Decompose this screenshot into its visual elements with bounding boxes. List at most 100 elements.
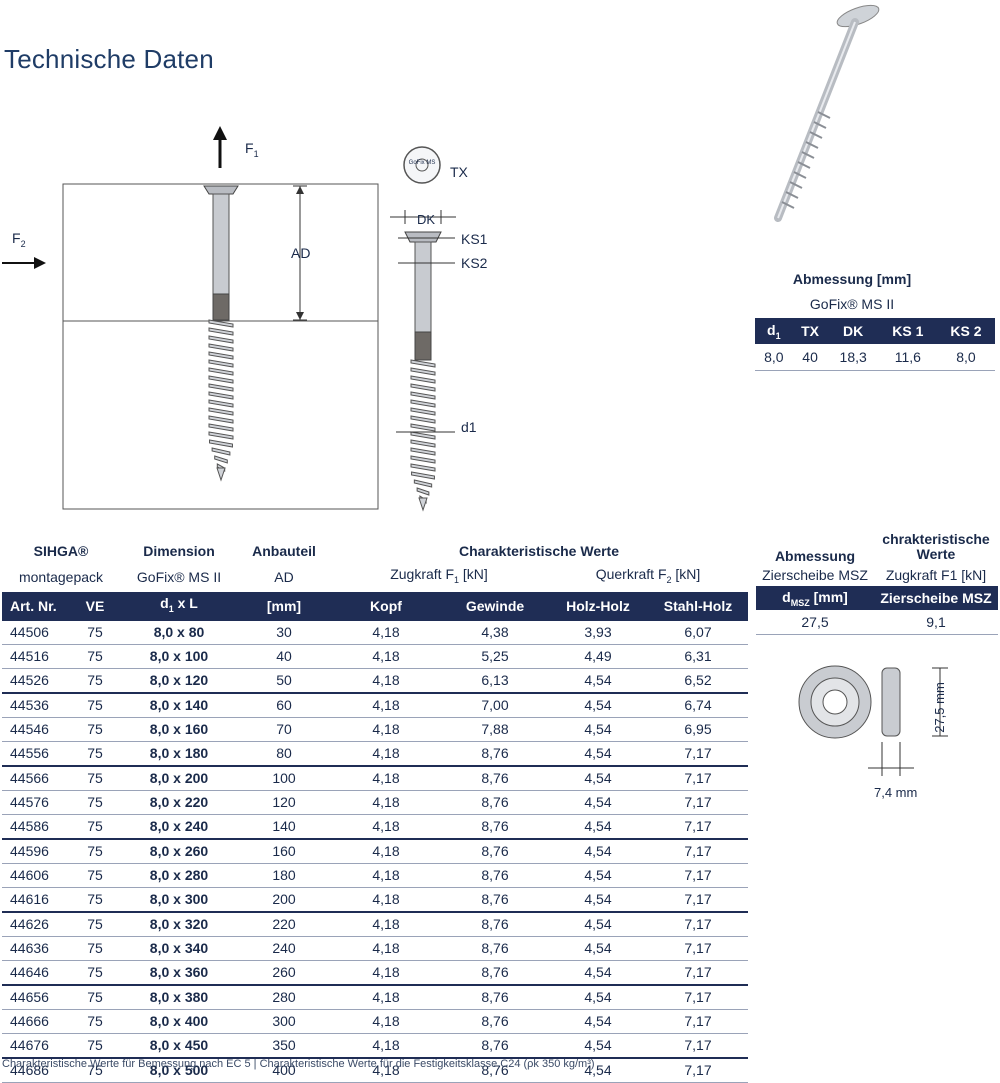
cell-dimension: 8,0 x 400 (120, 1009, 238, 1034)
cell-dimension: 8,0 x 320 (120, 911, 238, 937)
cell-gewinde: 8,76 (442, 1009, 548, 1034)
cell-ve: 75 (70, 717, 120, 742)
cell-dimension: 8,0 x 340 (120, 936, 238, 961)
cell-dimension: 8,0 x 360 (120, 960, 238, 986)
cell-stahl-holz: 7,17 (648, 960, 748, 986)
header-zugkraft: Zugkraft F1 [kN] (390, 566, 488, 585)
col-d1xl: d1 x L (120, 591, 238, 621)
cell-gewinde: 5,25 (442, 644, 548, 669)
msz-row: 27,5 9,1 (756, 610, 998, 635)
thread-turn (208, 391, 234, 400)
screw-head-text: GoFix MS (408, 160, 436, 166)
cell-ad: 180 (238, 863, 330, 888)
cell-holz-holz: 4,54 (548, 668, 648, 694)
thread-turn (208, 319, 234, 328)
thread-turn (410, 359, 436, 368)
msz-header-zierscheibe: Zierscheibe MSZ (762, 567, 868, 583)
cell-ad: 350 (238, 1033, 330, 1059)
thread-turn (410, 447, 436, 456)
thread-turn (208, 375, 234, 384)
cell-holz-holz: 4,54 (548, 936, 648, 961)
cell-dimension: 8,0 x 100 (120, 644, 238, 669)
cell-art-nr: 44566 (2, 765, 70, 791)
cell-kopf: 4,18 (330, 1009, 442, 1034)
cell-kopf: 4,18 (330, 911, 442, 937)
cell-gewinde: 4,38 (442, 620, 548, 645)
cell-dimension: 8,0 x 450 (120, 1033, 238, 1059)
screw-photo (774, 4, 880, 222)
cell-holz-holz: 3,93 (548, 620, 648, 645)
cell-dimension: 8,0 x 180 (120, 741, 238, 767)
msz-header-zugkraft: Zugkraft F1 [kN] (885, 567, 987, 583)
thread-turn (410, 455, 436, 464)
cell-ve: 75 (70, 692, 120, 718)
zierscheibe-table: Abmessung chrakteristische Werte Ziersch… (756, 530, 998, 635)
cell-stahl-holz: 7,17 (648, 936, 748, 961)
cell-stahl-holz: 7,17 (648, 863, 748, 888)
thread-turn (208, 343, 234, 352)
thread-turn (410, 367, 436, 376)
cell-ad: 400 (238, 1057, 330, 1083)
cell-holz-holz: 4,54 (548, 960, 648, 986)
thread-turn (208, 327, 234, 336)
cell-kopf: 4,18 (330, 936, 442, 961)
cell-stahl-holz: 7,17 (648, 741, 748, 767)
screw-installation-diagram (2, 126, 456, 512)
thread-turn (208, 399, 234, 408)
technical-data-table: SIHGA® Dimension Anbauteil Charakteristi… (2, 540, 748, 1083)
header-sihga: SIHGA® (33, 543, 89, 559)
cell-stahl-holz: 7,17 (648, 838, 748, 864)
dim-header-ks2: KS 2 (936, 318, 995, 344)
cell-ad: 160 (238, 838, 330, 864)
cell-ve: 75 (70, 960, 120, 986)
cell-holz-holz: 4,54 (548, 717, 648, 742)
cell-art-nr: 44676 (2, 1033, 70, 1059)
cell-kopf: 4,18 (330, 814, 442, 840)
cell-art-nr: 44516 (2, 644, 70, 669)
cell-stahl-holz: 6,31 (648, 644, 748, 669)
msz-col-zierscheibe: Zierscheibe MSZ (874, 586, 998, 610)
cell-holz-holz: 4,54 (548, 814, 648, 840)
screw-tip (418, 497, 428, 512)
cell-ve: 75 (70, 620, 120, 645)
cell-ad: 100 (238, 765, 330, 791)
thread-turn (208, 351, 234, 360)
cell-gewinde: 8,76 (442, 765, 548, 791)
cell-stahl-holz: 6,74 (648, 692, 748, 718)
col-kopf: Kopf (330, 591, 442, 621)
thread-turn (208, 383, 234, 392)
cell-gewinde: 6,13 (442, 668, 548, 694)
dim-value-tx: 40 (792, 344, 828, 371)
thread-turn (410, 383, 436, 392)
cell-stahl-holz: 7,17 (648, 790, 748, 815)
footer-note: Charakteristische Werte für Bemessung na… (2, 1058, 595, 1070)
cell-holz-holz: 4,49 (548, 644, 648, 669)
dim-value-d1: 8,0 (755, 344, 793, 371)
label-dk: DK (417, 212, 436, 227)
cell-holz-holz: 4,54 (548, 1009, 648, 1034)
cell-ve: 75 (70, 911, 120, 937)
cell-ve: 75 (70, 741, 120, 767)
cell-stahl-holz: 7,17 (648, 887, 748, 913)
cell-kopf: 4,18 (330, 741, 442, 767)
washer-diagram (798, 665, 948, 776)
dimension-table: d1 TX DK KS 1 KS 2 8,0 40 18,3 11,6 8,0 (755, 318, 995, 371)
cell-gewinde: 8,76 (442, 790, 548, 815)
msz-header-abmessung: Abmessung (774, 548, 856, 564)
cell-gewinde: 8,76 (442, 1057, 548, 1083)
cell-ad: 240 (238, 936, 330, 961)
cell-ad: 80 (238, 741, 330, 767)
cell-holz-holz: 4,54 (548, 1057, 648, 1083)
cell-kopf: 4,18 (330, 1033, 442, 1059)
cell-kopf: 4,18 (330, 668, 442, 694)
cell-dimension: 8,0 x 160 (120, 717, 238, 742)
cell-dimension: 8,0 x 80 (120, 620, 238, 645)
label-f1: F1 (245, 140, 259, 159)
